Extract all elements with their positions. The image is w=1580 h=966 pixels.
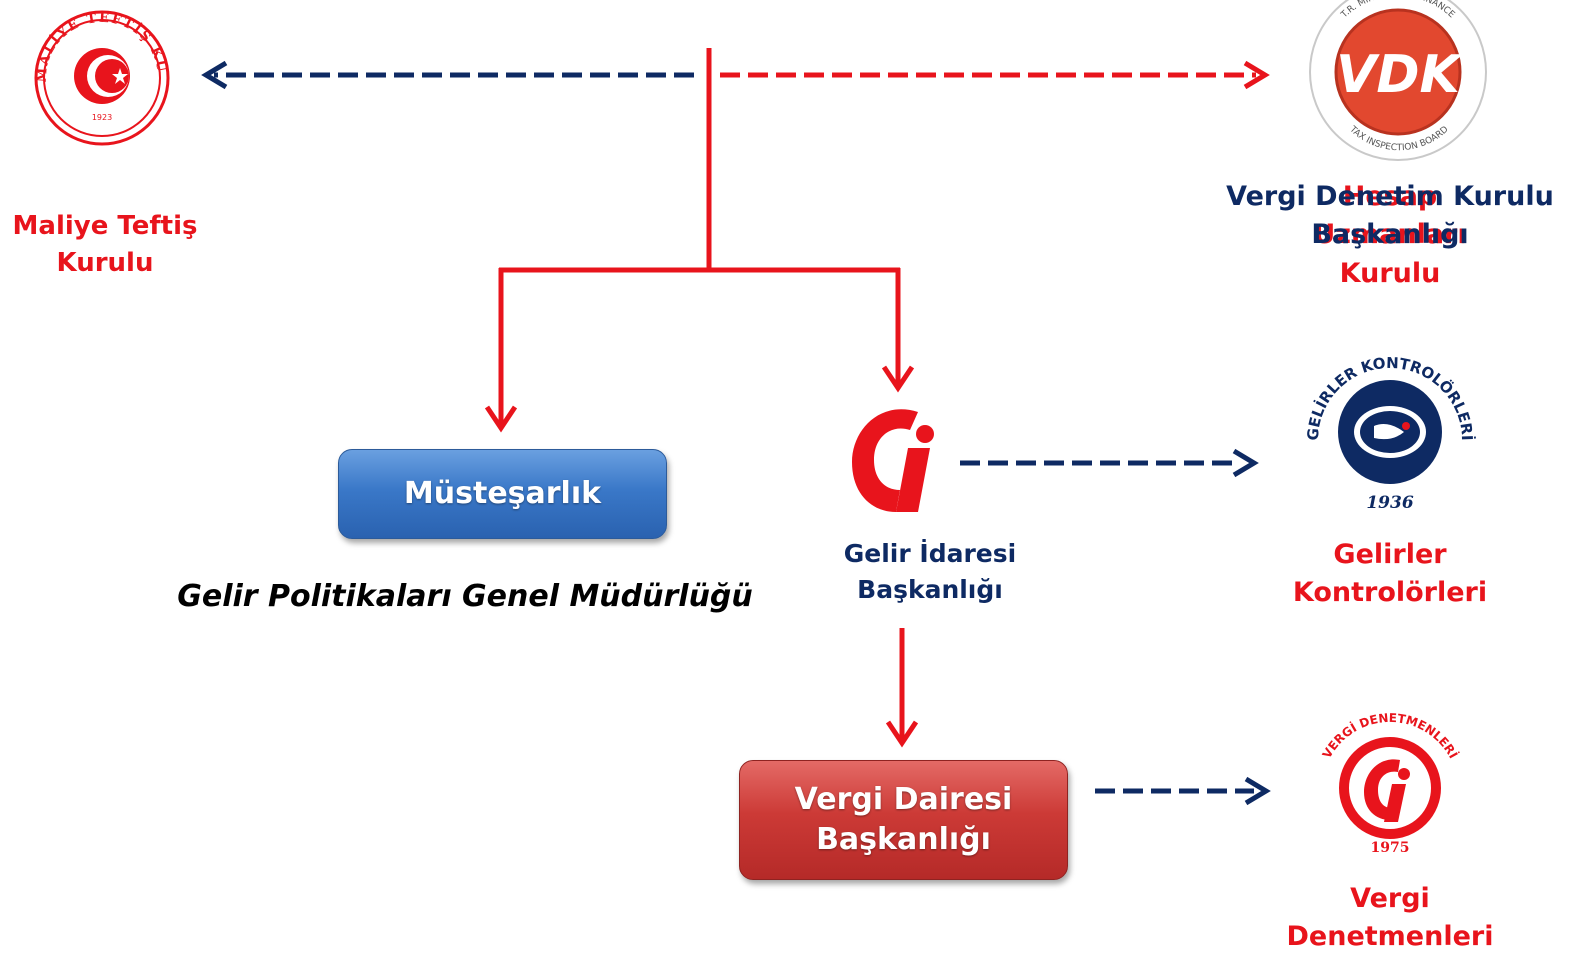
gpgm-label: Gelir Politikaları Genel Müdürlüğü (177, 579, 753, 614)
vdk-logo: VDK T.R. MINISTRY OF FINANCE TAX INSPECT… (1309, 0, 1487, 161)
star-icon (112, 68, 128, 84)
vdk-logo-text: VDK (1336, 45, 1463, 105)
gelirler-label: Gelirler Kontrolörleri (1270, 536, 1510, 613)
dashed-to-maliye-arrowhead (201, 60, 228, 90)
vdb-label-line1: Vergi Dairesi (794, 781, 1013, 817)
gib-label: Gelir İdaresi Başkanlığı (800, 536, 1060, 607)
maliye-label-line1: Maliye Teftiş (12, 211, 198, 241)
gib-logo (852, 409, 934, 512)
drop-mustesarlik-arrowhead (484, 405, 518, 433)
vdk-overlay-line1: Hesap (1342, 181, 1438, 212)
gelirler-logo: GELİRLER KONTROLÖRLERİ 1936 (1304, 354, 1477, 518)
vdk-label: Vergi Denetim Kurulu Başkanlığı (1210, 178, 1570, 255)
gelirler-label-line2: Kontrolörleri (1292, 577, 1488, 609)
dashed-to-gelirler-arrowhead (1232, 448, 1259, 478)
connectors (201, 48, 1271, 806)
denetmen-logo: VERGİ DENETMENLERİ 1975 (1312, 711, 1468, 868)
drop-gib-arrowhead (881, 365, 915, 393)
maliye-seal-year: 1923 (92, 113, 112, 122)
vdk-overlay-label: Hesap Uzmanları Kurulu (1290, 178, 1490, 293)
mustesarlik-box: Müsteşarlık (338, 449, 667, 539)
vdk-label-line2: Başkanlığı (1311, 219, 1469, 251)
gib-to-vdb-arrowhead (885, 720, 919, 748)
vdb-label-line2: Başkanlığı (816, 822, 991, 857)
vdk-label-line1: Vergi Denetim Kurulu (1226, 181, 1554, 212)
denetmen-label: Vergi Denetmenleri (1270, 880, 1510, 957)
maliye-label-line2: Kurulu (56, 247, 154, 278)
gib-label-line1: Gelir İdaresi (843, 539, 1017, 568)
dashed-to-vdk-arrowhead (1243, 60, 1270, 90)
denetmen-logo-year: 1975 (1371, 840, 1410, 856)
mustesarlik-label: Müsteşarlık (403, 475, 602, 511)
vdb-box: Vergi Dairesi Başkanlığı (739, 760, 1068, 880)
gib-label-line2: Başkanlığı (857, 574, 1003, 604)
gelirler-logo-year: 1936 (1366, 493, 1413, 513)
gelirler-label-line1: Gelirler (1333, 539, 1447, 570)
maliye-seal-logo: T.C. MALİYE TEFTİŞ KURULU 1923 (0, 0, 170, 146)
denetmen-label-line2: Denetmenleri (1286, 921, 1494, 953)
maliye-label: Maliye Teftiş Kurulu (0, 208, 210, 282)
vdk-overlay-line2: Uzmanları (1313, 219, 1467, 251)
vdk-overlay-line3: Kurulu (1339, 257, 1441, 289)
denetmen-label-line1: Vergi (1350, 883, 1430, 914)
dashed-to-denetmen-arrowhead (1244, 776, 1271, 806)
